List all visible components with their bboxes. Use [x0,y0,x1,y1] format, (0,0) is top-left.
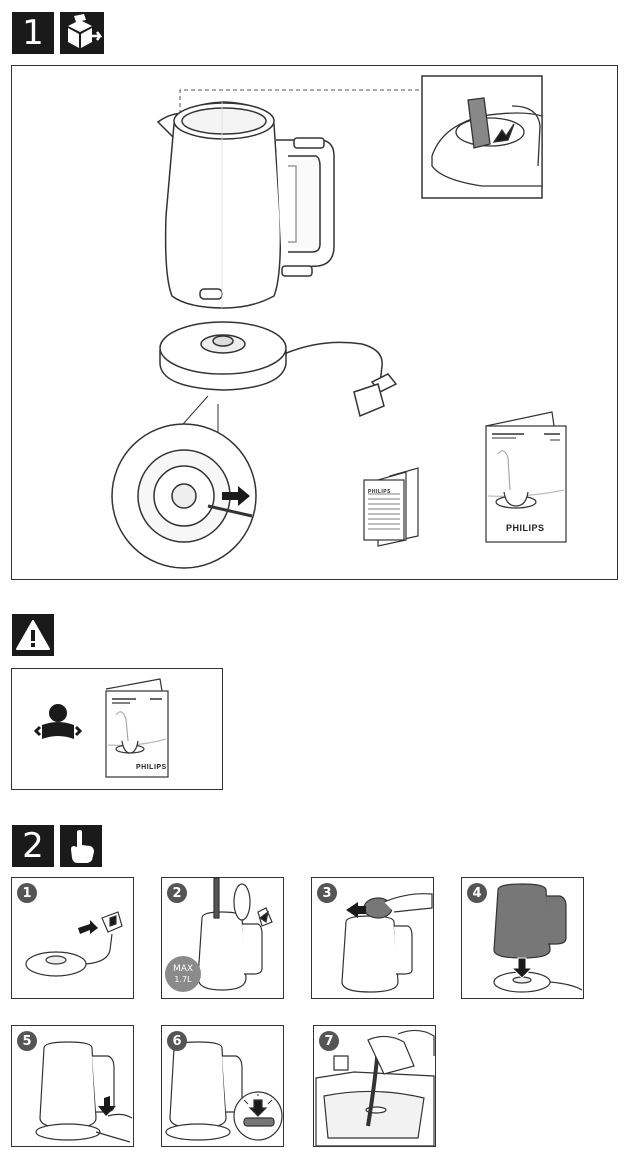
step-1-number: 1 [17,883,37,903]
switch-on-icon [35,1041,133,1143]
step-4-number: 4 [467,883,487,903]
warning-leaflet-brand: PHILIPS [136,764,167,771]
leaflet-brand: PHILIPS [506,523,545,533]
step-4-panel: 4 [461,877,584,999]
step-1-panel: 1 [11,877,134,999]
place-on-base-icon [493,883,583,993]
close-lid-icon [341,893,433,993]
max-value: 1.7L [174,974,192,984]
warning-icon [12,614,54,656]
document-brand: PHILIPS [368,489,391,495]
max-fill-badge: MAX 1.7L [165,956,201,992]
step-5-number: 5 [17,1031,37,1051]
step-6-panel: 6 [161,1025,284,1147]
step-5-panel: 5 [11,1025,134,1147]
section-1-number-text: 1 [22,13,44,53]
step-6-number: 6 [167,1031,187,1051]
kettle-base-illustration [159,321,398,418]
cord-winding-detail [111,423,257,569]
empty-water-icon [315,1029,435,1146]
step-7-number: 7 [319,1031,339,1051]
unbox-icon [60,12,104,54]
filter-inset-illustration [431,97,543,187]
section-2-number-text: 2 [22,826,44,866]
read-manual-panel: PHILIPS [11,668,223,790]
step-3-number: 3 [317,883,337,903]
step-7-panel: 7 [313,1025,436,1147]
kettle-illustration [156,101,335,309]
documents-illustration [363,467,419,547]
read-manual-icon [33,704,83,739]
user-manual-illustration [485,411,567,543]
step-3-panel: 3 [311,877,434,999]
section-1-number: 1 [12,12,54,54]
warning-leaflet-illustration [105,678,169,778]
section-2-number: 2 [12,825,54,867]
plug-in-icon [25,911,123,977]
indicator-light-icon [165,1041,283,1141]
hand-point-icon [60,825,102,867]
box-contents-panel: PHILIPS PHILIPS [11,65,618,580]
max-label: MAX [172,963,194,974]
fill-water-icon [197,878,273,991]
step-2-panel: 2 MAX 1.7L [161,877,284,999]
step-2-number: 2 [167,883,187,903]
